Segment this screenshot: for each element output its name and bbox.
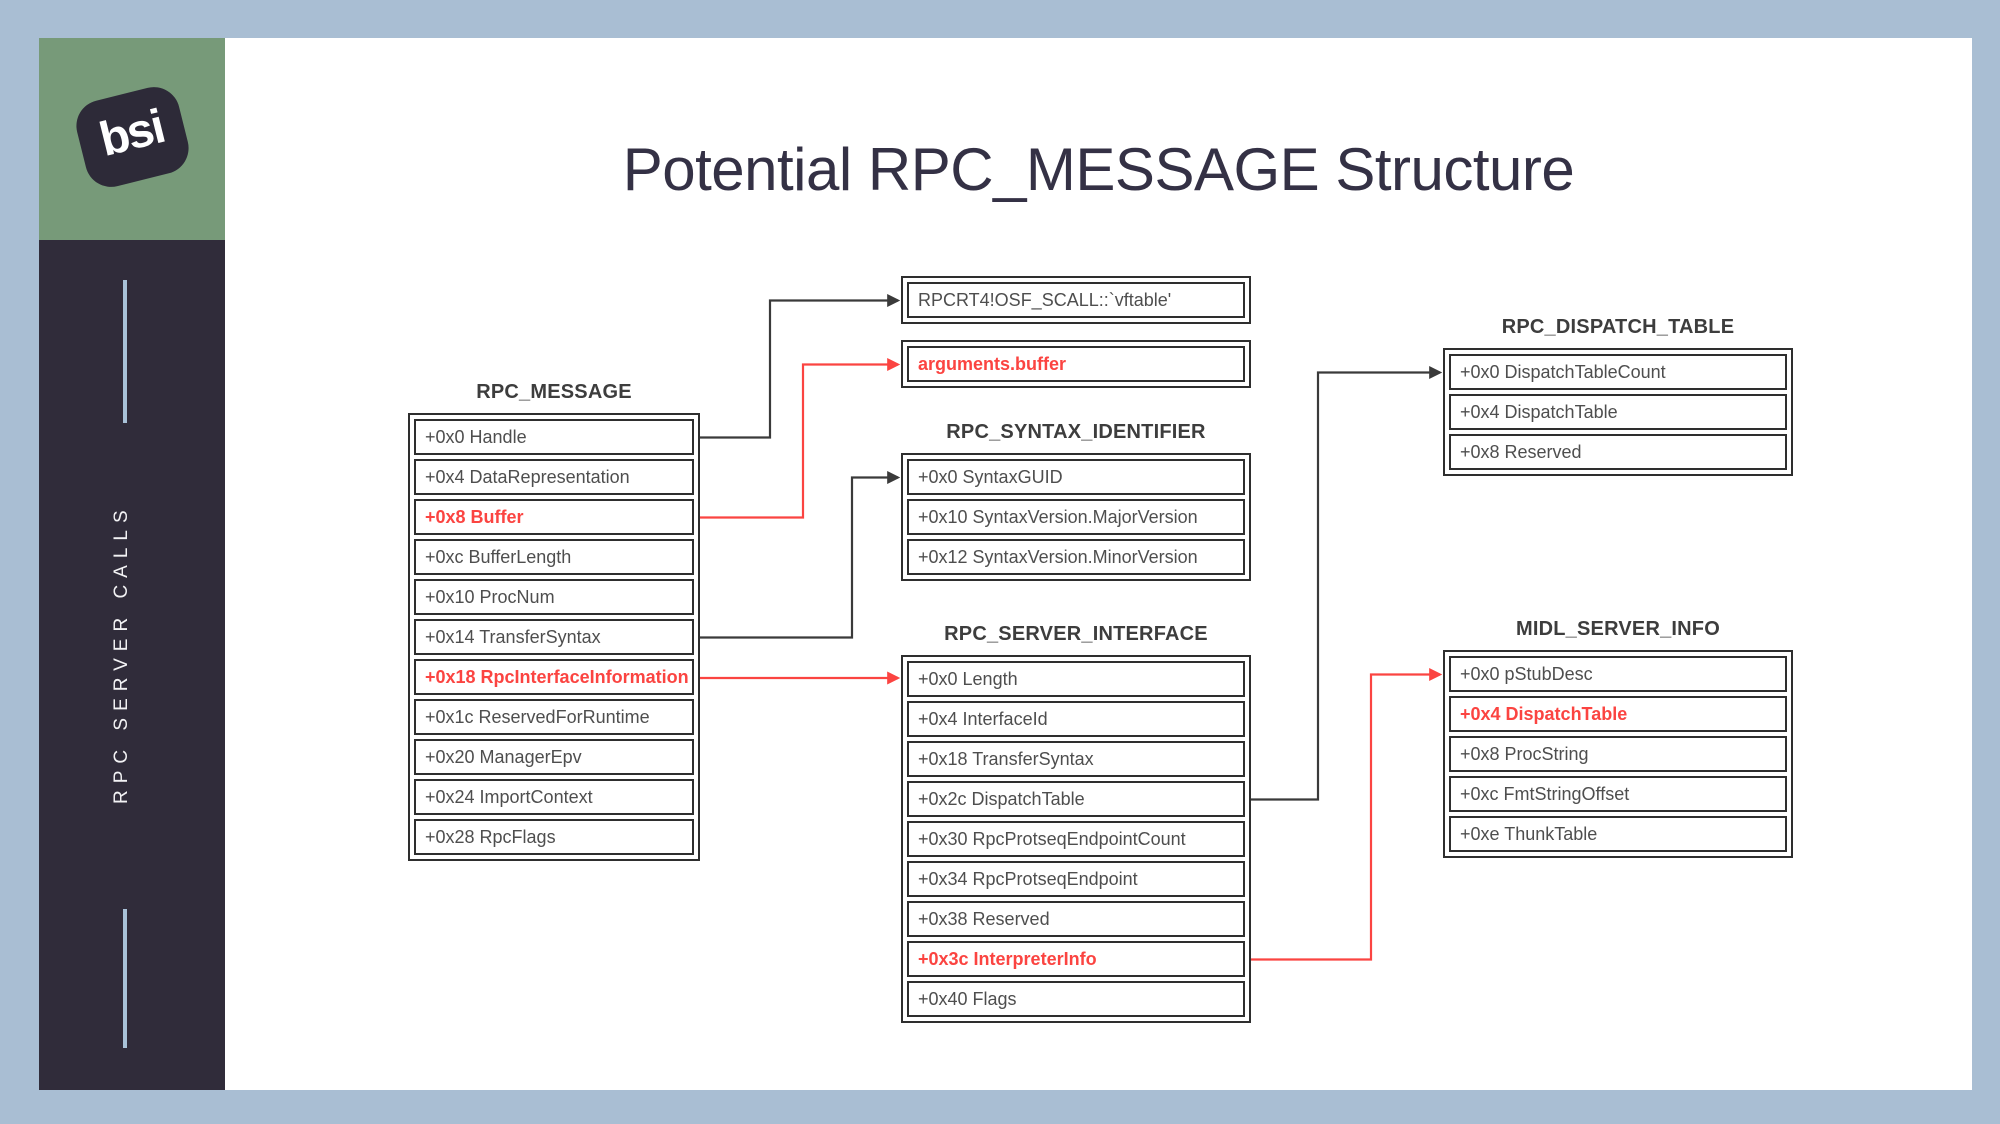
table-box: +0x0 SyntaxGUID +0x10 SyntaxVersion.Majo… [901,453,1251,581]
table-row: +0x28 RpcFlags [414,819,694,855]
table-row: +0x10 ProcNum [414,579,694,615]
table-box: +0x0 Length +0x4 InterfaceId +0x18 Trans… [901,655,1251,1023]
sidebar-divider-bottom [123,909,127,1048]
table-row: +0x8 Reserved [1449,434,1787,470]
table-row: +0x20 ManagerEpv [414,739,694,775]
sidebar: bsi RPC SERVER CALLS [39,38,225,1090]
table-row: +0x14 TransferSyntax [414,619,694,655]
table-box: +0x0 DispatchTableCount +0x4 DispatchTab… [1443,348,1793,476]
table-row: +0x0 DispatchTableCount [1449,354,1787,390]
table-row: +0x0 SyntaxGUID [907,459,1245,495]
table-title: RPC_MESSAGE [476,381,632,403]
rpc-syntax-identifier-table: RPC_SYNTAX_IDENTIFIER +0x0 SyntaxGUID +0… [901,421,1251,581]
table-box: +0x0 Handle +0x4 DataRepresentation +0x8… [408,413,700,861]
table-row: +0x10 SyntaxVersion.MajorVersion [907,499,1245,535]
vftable-box: RPCRT4!OSF_SCALL::`vftable' [901,276,1251,324]
table-row: +0x4 InterfaceId [907,701,1245,737]
table-row: +0x34 RpcProtseqEndpoint [907,861,1245,897]
table-row: +0xc BufferLength [414,539,694,575]
arguments-buffer-box: arguments.buffer [901,340,1251,388]
table-row: +0x4 DispatchTable [1449,696,1787,732]
table-row: +0x8 Buffer [414,499,694,535]
rpc-message-table: RPC_MESSAGE +0x0 Handle +0x4 DataReprese… [408,381,700,861]
table-row: +0x4 DispatchTable [1449,394,1787,430]
table-row: +0x0 Length [907,661,1245,697]
table-box: arguments.buffer [901,340,1251,388]
table-box: RPCRT4!OSF_SCALL::`vftable' [901,276,1251,324]
table-row: +0x1c ReservedForRuntime [414,699,694,735]
table-title: RPC_DISPATCH_TABLE [1501,316,1735,338]
rpc-dispatch-table-table: RPC_DISPATCH_TABLE +0x0 DispatchTableCou… [1443,316,1793,476]
rpc-server-interface-table: RPC_SERVER_INTERFACE +0x0 Length +0x4 In… [901,623,1251,1023]
table-title: RPC_SYNTAX_IDENTIFIER [946,421,1206,443]
table-row: +0x3c InterpreterInfo [907,941,1245,977]
page-title: Potential RPC_MESSAGE Structure [622,136,1575,203]
table-row: +0x0 pStubDesc [1449,656,1787,692]
table-row: +0x18 RpcInterfaceInformation [414,659,694,695]
table-title: RPC_SERVER_INTERFACE [944,623,1208,645]
table-row: +0x4 DataRepresentation [414,459,694,495]
table-row: +0x8 ProcString [1449,736,1787,772]
sidebar-vertical-label: RPC SERVER CALLS [111,503,132,804]
midl-server-info-table: MIDL_SERVER_INFO +0x0 pStubDesc +0x4 Dis… [1443,618,1793,858]
table-row: +0x40 Flags [907,981,1245,1017]
table-row: +0x12 SyntaxVersion.MinorVersion [907,539,1245,575]
table-row: +0xc FmtStringOffset [1449,776,1787,812]
table-row: +0x38 Reserved [907,901,1245,937]
table-row: +0x0 Handle [414,419,694,455]
table-row: +0x18 TransferSyntax [907,741,1245,777]
sidebar-divider-top [123,280,127,423]
table-row: RPCRT4!OSF_SCALL::`vftable' [907,282,1245,318]
table-row: arguments.buffer [907,346,1245,382]
table-row: +0x30 RpcProtseqEndpointCount [907,821,1245,857]
table-title: MIDL_SERVER_INFO [1516,618,1720,640]
table-row: +0x2c DispatchTable [907,781,1245,817]
table-row: +0x24 ImportContext [414,779,694,815]
table-row: +0xe ThunkTable [1449,816,1787,852]
bsi-logo-text: bsi [94,100,169,167]
table-box: +0x0 pStubDesc +0x4 DispatchTable +0x8 P… [1443,650,1793,858]
